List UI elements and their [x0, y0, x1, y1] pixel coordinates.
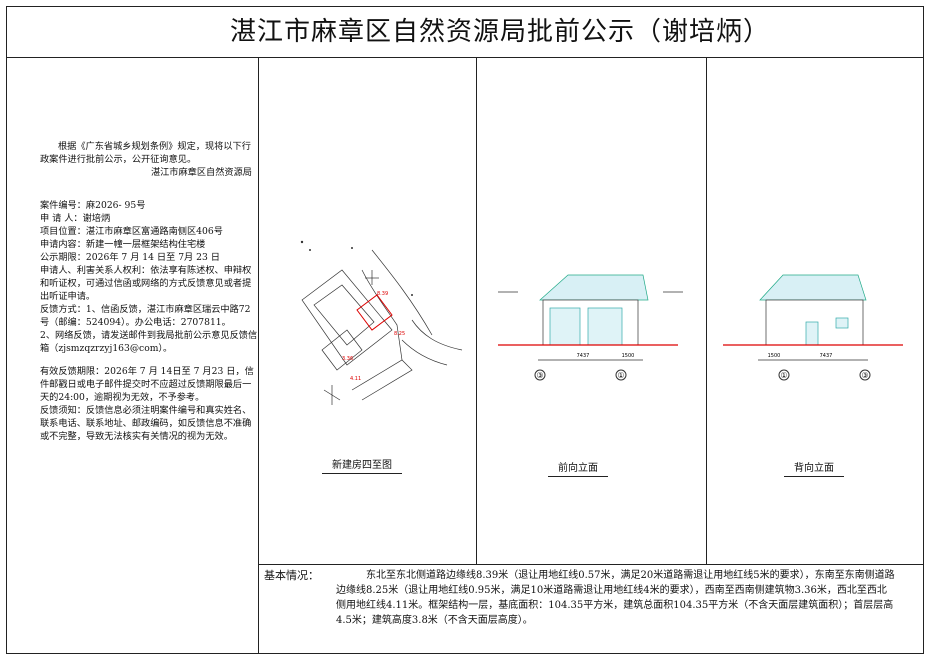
caption-text: 背向立面 — [794, 463, 834, 474]
axis-label: ① — [780, 371, 787, 380]
back-width-label: 7437 — [820, 353, 833, 359]
back-elevation-drawing: 1500 7437 ① ③ — [723, 274, 903, 381]
front-elevation-caption: 前向立面 — [548, 459, 608, 477]
back-elevation-caption: 背向立面 — [784, 459, 844, 477]
svg-text:8.39: 8.39 — [377, 291, 388, 297]
svg-text:8.25: 8.25 — [394, 331, 405, 337]
svg-text:3.36: 3.36 — [342, 356, 353, 362]
intro-text: 根据《广东省城乡规划条例》规定，现将以下行政案件进行批前公示，公开征询意见。 — [40, 141, 251, 165]
period: 公示期限：2026年 7 月 14 日至 7月 23 日 — [40, 252, 220, 263]
apply-content: 申请内容：新建一幢一层框架结构住宅楼 — [40, 239, 206, 250]
case-no: 案件编号：麻2026- 95号 — [40, 200, 146, 211]
applicant: 申 请 人：谢培炳 — [40, 213, 111, 224]
front-width-label: 7437 — [577, 353, 590, 359]
back-side-label: 1500 — [768, 353, 781, 359]
svg-text:4.11: 4.11 — [350, 376, 361, 382]
axis-label: ① — [617, 371, 624, 380]
deadline: 有效反馈期限：2026年 7 月 14日至 7 月23 日，信件邮戳日或电子邮件… — [40, 366, 254, 403]
feedback-net: 2、网络反馈，请发送邮件到我局批前公示意见反馈信箱（zjsmzqzrzyj163… — [40, 330, 258, 354]
site-plan-drawing: 8.39 8.25 3.36 4.11 — [300, 240, 463, 405]
axis-label: ③ — [536, 371, 543, 380]
divider — [476, 58, 477, 564]
notice: 反馈须知：反馈信息必须注明案件编号和真实姓名、联系电话、联系地址、邮政编码，如反… — [40, 405, 252, 442]
front-side-label: 1500 — [622, 353, 635, 359]
rights: 申请人、利害关系人权利：依法享有陈述权、申辩权和听证权，可通过信函或网络的方式反… — [40, 265, 252, 302]
basic-info-text: 东北至东北侧道路边缘线8.39米（退让用地红线0.57米，满足20米道路需退让用… — [336, 570, 895, 626]
site-plan-caption: 新建房四至图 — [322, 456, 402, 474]
divider — [706, 58, 707, 564]
divider — [258, 564, 924, 565]
basic-info-label: 基本情况： — [264, 569, 319, 582]
caption-text: 前向立面 — [558, 463, 598, 474]
axis-label: ③ — [861, 371, 868, 380]
divider — [258, 58, 259, 654]
feedback-mail: 反馈方式：1、信函反馈，湛江市麻章区瑞云中路72号（邮编：524094）。办公电… — [40, 304, 251, 328]
notice-text: 根据《广东省城乡规划条例》规定，现将以下行政案件进行批前公示，公开征询意见。 湛… — [40, 140, 258, 443]
location: 项目位置：湛江市麻章区富通路南侧区406号 — [40, 226, 223, 237]
page-title: 湛江市麻章区自然资源局批前公示（谢培炳） — [6, 6, 924, 58]
front-elevation-drawing: 7437 1500 ③ ① — [498, 274, 683, 381]
page-frame — [6, 6, 924, 654]
caption-text: 新建房四至图 — [332, 460, 392, 471]
org-name: 湛江市麻章区自然资源局 — [150, 167, 252, 178]
